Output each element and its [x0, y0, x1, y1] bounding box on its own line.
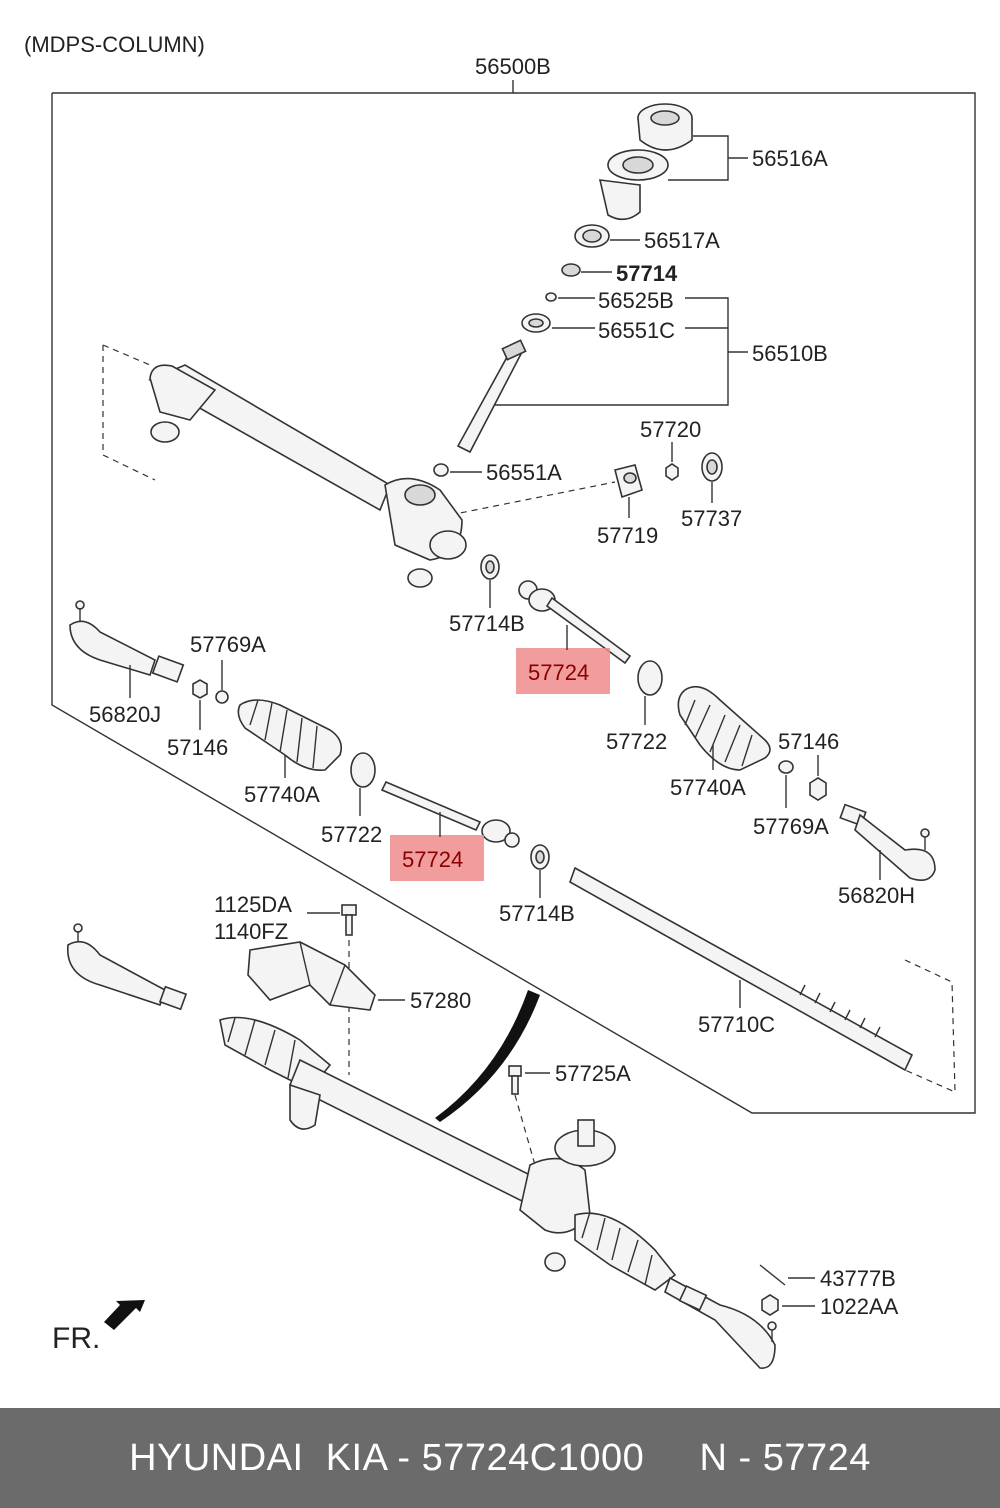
label-57740A-left: 57740A	[244, 782, 320, 807]
bolt-1125DA	[341, 904, 357, 936]
front-arrow-icon	[104, 1300, 145, 1330]
label-56510B: 56510B	[752, 341, 828, 366]
seal-57714	[561, 263, 581, 277]
label-57719: 57719	[597, 523, 658, 548]
label-57769A-left: 57769A	[190, 632, 266, 657]
clamp-57722-right	[637, 660, 663, 696]
nut-57146-right	[809, 777, 827, 801]
boot-57740A-left	[237, 699, 343, 772]
label-57714B-top: 57714B	[449, 611, 525, 636]
clamp-57722-left	[350, 752, 376, 788]
label-56551A: 56551A	[486, 460, 562, 485]
label-57769A-right: 57769A	[753, 814, 829, 839]
label-1022AA: 1022AA	[820, 1294, 899, 1319]
rack-assembly-full	[67, 923, 777, 1369]
parts-diagram: (MDPS-COLUMN) 56500B 56516A 56517A 57714…	[24, 32, 976, 1369]
bushing-57719	[614, 464, 643, 499]
projection-line-bushing	[449, 481, 616, 516]
label-57740A-right: 57740A	[670, 775, 746, 800]
label-57720: 57720	[640, 417, 701, 442]
seal-57714B-top	[480, 554, 500, 580]
front-label: FR.	[52, 1322, 100, 1355]
footer-part-number: HYUNDAI KIA - 57724C1000 N - 57724	[129, 1436, 871, 1479]
projection-lines-right	[904, 959, 956, 1093]
label-56820H: 56820H	[838, 883, 915, 908]
footer-bar: HYUNDAI KIA - 57724C1000 N - 57724	[0, 1408, 1000, 1508]
nut-57720	[665, 463, 679, 481]
label-56820J: 56820J	[89, 702, 161, 727]
label-57146-left: 57146	[167, 735, 228, 760]
highlight-57724-top	[516, 648, 610, 694]
label-1125DA: 1125DA	[214, 892, 292, 917]
mount-upper	[637, 103, 693, 151]
mount-lower	[598, 149, 669, 221]
bearing-56551C	[521, 313, 551, 333]
bearing-56551A	[433, 463, 449, 477]
inner-tie-rod-top	[518, 580, 632, 665]
clip-57769A-left	[215, 690, 229, 704]
label-57714B-bottom: 57714B	[499, 901, 575, 926]
label-56516A: 56516A	[752, 146, 828, 171]
pinion-shaft	[456, 339, 527, 454]
label-57725A: 57725A	[555, 1061, 631, 1086]
bolt-57725A	[508, 1065, 522, 1095]
rack-bar-57710C	[569, 866, 914, 1072]
label-57710C: 57710C	[698, 1012, 775, 1037]
ring-56525B	[545, 292, 557, 302]
label-57714: 57714	[616, 261, 678, 286]
leader-56510B	[483, 297, 748, 406]
label-57724-top: 57724	[528, 660, 589, 685]
label-56517A: 56517A	[644, 228, 720, 253]
label-57146-right: 57146	[778, 729, 839, 754]
tie-rod-end-56820J	[69, 600, 185, 683]
mount-57737	[701, 452, 723, 482]
highlight-57724-bottom	[390, 835, 484, 881]
label-56551C: 56551C	[598, 318, 675, 343]
bearing-56517A	[574, 224, 610, 248]
label-57722-right: 57722	[606, 729, 667, 754]
label-57280: 57280	[410, 988, 471, 1013]
nut-57146-left	[192, 679, 208, 699]
label-1140FZ: 1140FZ	[214, 919, 288, 944]
inner-tie-rod-bottom	[380, 780, 520, 848]
label-57724-bottom: 57724	[402, 847, 463, 872]
direction-arc	[435, 990, 540, 1122]
label-56525B: 56525B	[598, 288, 674, 313]
tie-rod-end-56820H	[839, 803, 936, 881]
leader-56516A	[668, 135, 748, 181]
pin-43777B	[759, 1264, 786, 1286]
seal-57714B-bottom	[530, 844, 550, 870]
assembly-label: 56500B	[475, 54, 551, 79]
label-57722-left: 57722	[321, 822, 382, 847]
boot-57740A-right	[677, 685, 771, 771]
section-title: (MDPS-COLUMN)	[24, 32, 205, 57]
projection-lines-left	[102, 344, 156, 481]
assembly-outline	[51, 92, 976, 1114]
shield-57280	[247, 941, 376, 1011]
clip-57769A-right	[778, 760, 794, 774]
label-57737: 57737	[681, 506, 742, 531]
label-43777B: 43777B	[820, 1266, 896, 1291]
rack-housing	[148, 364, 467, 588]
nut-1022AA	[761, 1294, 779, 1316]
